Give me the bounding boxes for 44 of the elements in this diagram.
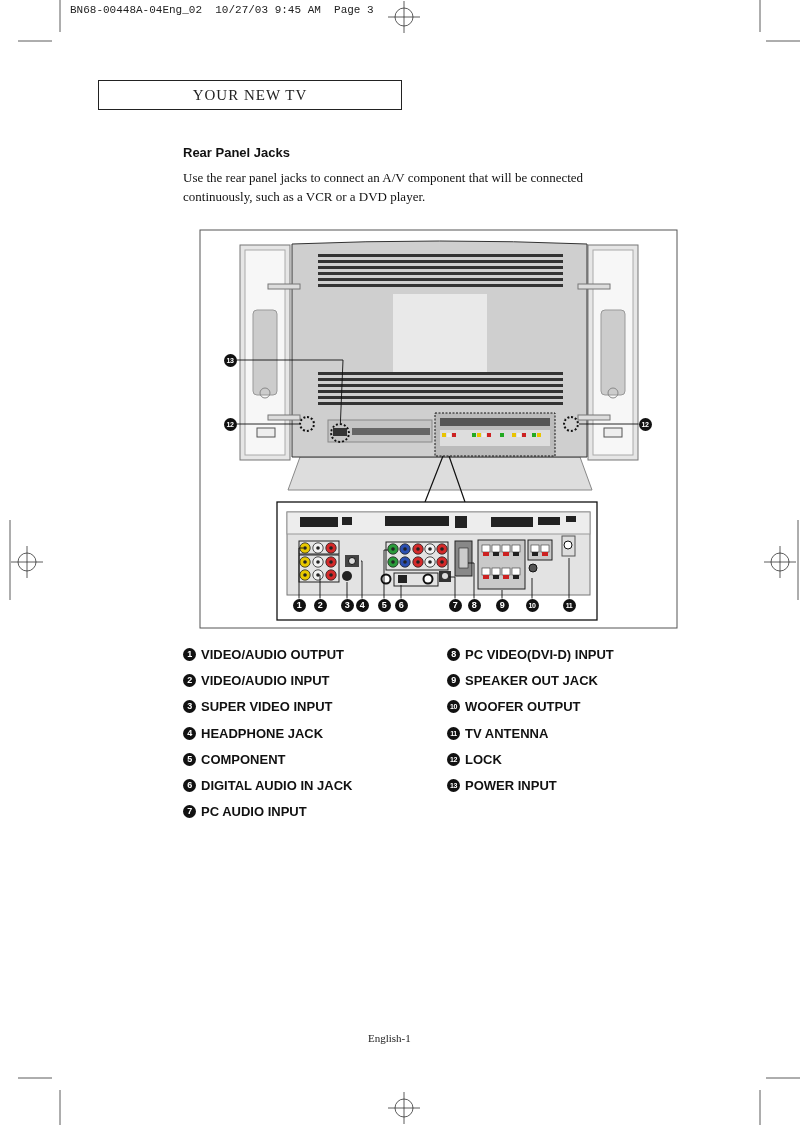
callout-number: 9 [447, 674, 460, 688]
jack-name: WOOFER OUTPUT [465, 699, 581, 715]
leader-line [383, 549, 389, 599]
leader-line [568, 557, 570, 599]
callout-number: 7 [183, 805, 196, 819]
jack-name: TV ANTENNA [465, 725, 549, 741]
jack-name: HEADPHONE JACK [201, 725, 324, 741]
leader-line [319, 574, 321, 599]
dotted-circle [299, 416, 315, 432]
leader-line [236, 359, 344, 424]
leader-line [298, 547, 304, 599]
callout-number: 8 [447, 648, 460, 661]
jack-name: DIGITAL AUDIO IN JACK [201, 778, 353, 793]
leader-line [467, 562, 475, 599]
leader-line [578, 423, 639, 425]
leader-line [448, 576, 456, 599]
dotted-circle [330, 423, 350, 443]
jack-name: COMPONENT [201, 751, 286, 767]
dotted-circle [563, 416, 579, 432]
callout-number: 3 [183, 700, 196, 714]
leader-line [360, 560, 363, 599]
callout-number: 4 [183, 726, 196, 740]
jack-name: PC AUDIO INPUT [201, 804, 307, 820]
jack-name: SUPER VIDEO INPUT [201, 699, 333, 715]
description: Use the rear panel jacks to connect an A/V component that will be connected continuously, such as a VCR or a DVD player. [183, 169, 585, 206]
leader-line [400, 584, 402, 599]
jack-name: PC VIDEO(DVI-D) INPUT [465, 647, 614, 662]
leader-line [236, 423, 300, 425]
section-title: YOUR NEW TV [192, 86, 308, 104]
callout-number: 1 [183, 648, 196, 661]
heading: Rear Panel Jacks [183, 145, 290, 160]
jack-name: LOCK [465, 751, 502, 767]
callout-number: 6 [183, 779, 196, 792]
leader-line [346, 581, 348, 599]
callout-number: 2 [183, 674, 196, 688]
callout-number: 5 [183, 752, 196, 766]
print-slug: BN68-00448A-04Eng_02 10/27/03 9:45 AM Page 3 [70, 4, 374, 16]
jack-name: SPEAKER OUT JACK [465, 673, 598, 689]
page-number: English-1 [368, 1032, 411, 1044]
jack-name: POWER INPUT [465, 778, 557, 793]
leader-line [501, 589, 503, 599]
jack-name: VIDEO/AUDIO OUTPUT [201, 647, 344, 662]
leader-line [531, 577, 533, 599]
jack-name: VIDEO/AUDIO INPUT [201, 673, 330, 689]
